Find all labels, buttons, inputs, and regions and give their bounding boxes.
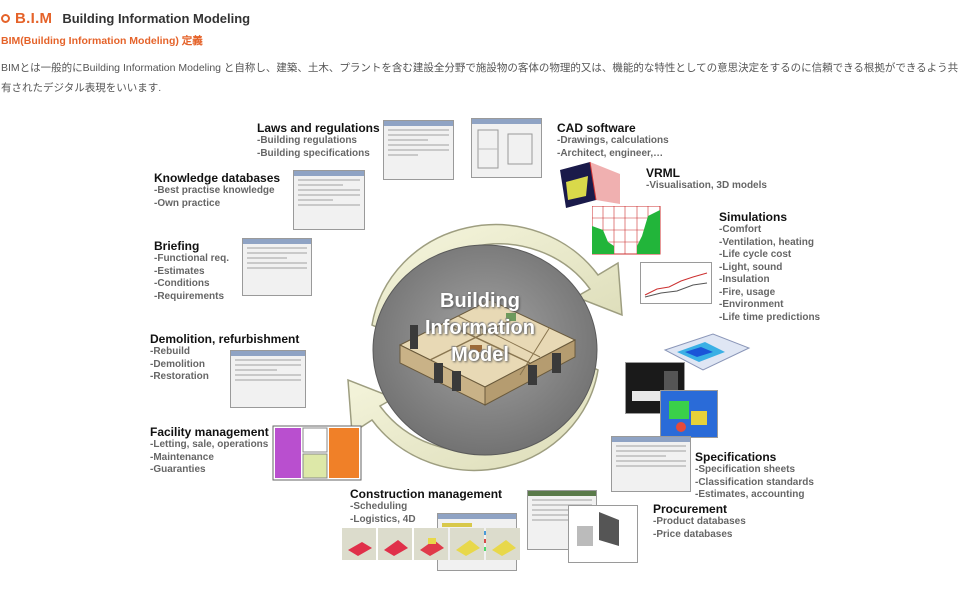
construction-label: Construction management -Scheduling -Log… bbox=[350, 487, 502, 526]
page-title-abbr: B.I.M bbox=[15, 9, 53, 27]
circle-bullet-icon bbox=[1, 13, 10, 23]
specifications-item: -Specification sheets bbox=[695, 464, 796, 475]
procurement-item: -Price databases bbox=[653, 528, 733, 540]
construction-title: Construction management bbox=[350, 487, 503, 501]
knowledge-item: -Best practise knowledge bbox=[154, 185, 275, 196]
procurement-item: -Product databases bbox=[653, 516, 746, 527]
construction-4d-sequence-image bbox=[342, 528, 520, 560]
demolition-title: Demolition, refurbishment bbox=[150, 332, 300, 346]
briefing-item: -Conditions bbox=[154, 278, 210, 289]
demolition-item: -Rebuild bbox=[150, 346, 190, 357]
simulations-item: -Environment bbox=[719, 299, 784, 310]
specifications-item: -Estimates, accounting bbox=[695, 489, 805, 500]
simulations-item: -Fire, usage bbox=[719, 286, 776, 298]
procurement-title: Procurement bbox=[653, 502, 728, 516]
vrml-3d-model-image bbox=[560, 161, 620, 208]
facility-title: Facility management bbox=[150, 425, 269, 439]
simulations-item: -Life time predictions bbox=[719, 311, 821, 323]
simulations-label: Simulations -Comfort -Ventilation, heati… bbox=[719, 210, 820, 324]
briefing-screenshot-thumbnail bbox=[242, 238, 312, 296]
construction-item: -Logistics, 4D bbox=[350, 513, 416, 525]
laws-item: -Building specifications bbox=[257, 147, 370, 159]
briefing-label: Briefing -Functional req. -Estimates -Co… bbox=[154, 239, 229, 303]
thermal-simulation-image bbox=[660, 390, 718, 438]
demolition-item: -Restoration bbox=[150, 371, 209, 382]
facility-item: -Letting, sale, operations bbox=[150, 439, 269, 450]
simulation-grid-image bbox=[592, 206, 661, 255]
knowledge-screenshot-thumbnail bbox=[293, 170, 365, 230]
page-title-full: Building Information Modeling bbox=[62, 10, 251, 26]
demolition-label: Demolition, refurbishment -Rebuild -Demo… bbox=[150, 332, 299, 384]
procurement-product-thumbnail bbox=[568, 505, 638, 563]
simulations-item: -Light, sound bbox=[719, 261, 783, 273]
briefing-item: -Functional req. bbox=[154, 253, 229, 264]
knowledge-title: Knowledge databases bbox=[154, 171, 281, 185]
cad-title: CAD software bbox=[557, 121, 636, 135]
title-row: B.I.M Building Information Modeling bbox=[0, 8, 250, 28]
specifications-item: -Classification standards bbox=[695, 476, 814, 488]
laws-title: Laws and regulations bbox=[257, 121, 380, 135]
bim-cycle-diagram bbox=[347, 223, 623, 472]
facility-item: -Maintenance bbox=[150, 451, 214, 463]
center-title-line2: Information bbox=[425, 317, 535, 339]
cad-screenshot-thumbnail bbox=[471, 118, 542, 178]
simulation-chart-thumbnail bbox=[640, 262, 712, 304]
demolition-screenshot-thumbnail bbox=[230, 350, 306, 408]
simulations-title: Simulations bbox=[719, 210, 788, 224]
vrml-title: VRML bbox=[646, 166, 680, 180]
definition-heading: BIM(Building Information Modeling) 定義 bbox=[1, 35, 203, 47]
vrml-label: VRML -Visualisation, 3D models bbox=[646, 166, 767, 193]
facility-label: Facility management -Letting, sale, oper… bbox=[150, 425, 269, 477]
briefing-title: Briefing bbox=[154, 239, 200, 253]
facility-item: -Guaranties bbox=[150, 464, 206, 475]
knowledge-item: -Own practice bbox=[154, 197, 221, 209]
laws-screenshot-thumbnail bbox=[383, 120, 454, 180]
vrml-item: -Visualisation, 3D models bbox=[646, 180, 767, 191]
building-model-icon bbox=[398, 299, 577, 406]
ventilation-3d-image bbox=[663, 333, 751, 371]
knowledge-label: Knowledge databases -Best practise knowl… bbox=[154, 171, 280, 210]
simulations-item: -Insulation bbox=[719, 274, 770, 285]
center-title-line3: Model bbox=[451, 344, 509, 366]
specifications-screenshot-thumbnail bbox=[611, 436, 691, 492]
cad-label: CAD software -Drawings, calculations -Ar… bbox=[557, 121, 669, 160]
simulations-item: -Comfort bbox=[719, 224, 762, 235]
simulations-item: -Life cycle cost bbox=[719, 249, 792, 260]
procurement-label: Procurement -Product databases -Price da… bbox=[653, 502, 746, 541]
briefing-item: -Requirements bbox=[154, 290, 225, 302]
specifications-label: Specifications -Specification sheets -Cl… bbox=[695, 450, 814, 502]
cad-item: -Drawings, calculations bbox=[557, 135, 669, 146]
laws-item: -Building regulations bbox=[257, 135, 357, 146]
laws-label: Laws and regulations -Building regulatio… bbox=[257, 121, 380, 160]
center-title-line1: Building bbox=[440, 290, 520, 312]
center-title: Building Information Model bbox=[380, 288, 580, 369]
cad-item: -Architect, engineer,… bbox=[557, 147, 664, 159]
construction-item: -Scheduling bbox=[350, 501, 408, 512]
facility-floor-plan-image bbox=[272, 425, 362, 481]
demolition-item: -Demolition bbox=[150, 358, 205, 370]
briefing-item: -Estimates bbox=[154, 265, 205, 277]
simulations-item: -Ventilation, heating bbox=[719, 236, 815, 248]
specifications-title: Specifications bbox=[695, 450, 777, 464]
description-text: BIMとは一般的にBuilding Information Modeling と… bbox=[1, 62, 959, 94]
